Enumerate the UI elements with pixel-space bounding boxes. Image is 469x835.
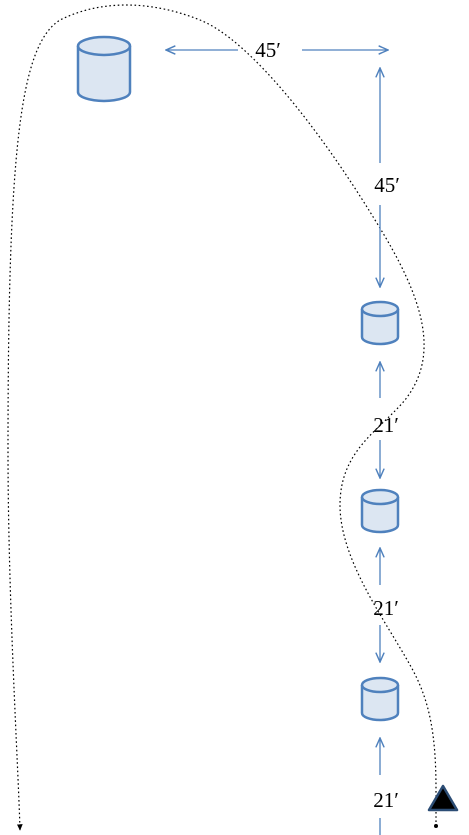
barrel-four-icon bbox=[360, 676, 400, 722]
barrel-two-icon bbox=[360, 300, 400, 346]
top-horizontal-label: 45′ bbox=[255, 38, 281, 62]
barrel-three-icon bbox=[360, 488, 400, 534]
gap-upper-label: 21′ bbox=[373, 413, 399, 437]
barrel-one-icon bbox=[76, 35, 132, 103]
path-start-dot bbox=[434, 824, 438, 828]
gap-middle-label: 21′ bbox=[373, 596, 399, 620]
riding-path bbox=[7, 4, 437, 831]
start-marker-triangle-icon bbox=[427, 784, 459, 812]
gap-lower-label: 21′ bbox=[373, 788, 399, 812]
right-vertical-label: 45′ bbox=[374, 173, 400, 197]
